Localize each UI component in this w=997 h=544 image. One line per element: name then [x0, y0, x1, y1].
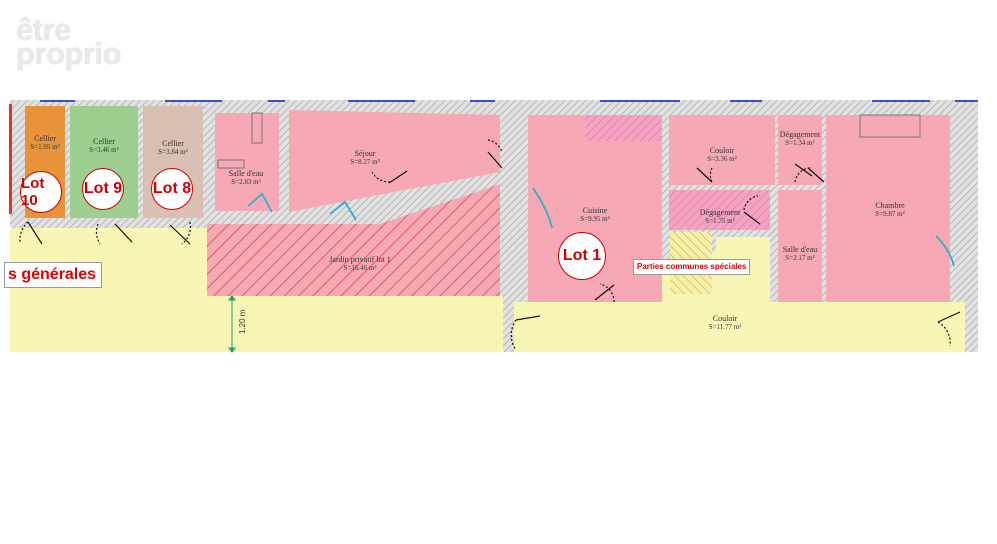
couloir-2-floor: [514, 302, 965, 352]
salle-eau-2-area: [778, 190, 822, 302]
doors: [19, 139, 961, 351]
salle-eau-1-area: [215, 113, 279, 211]
chambre-area: [826, 115, 950, 302]
couloir-1-area: [669, 115, 775, 185]
parties-speciales-banner: Parties communes spéciales: [633, 259, 751, 275]
fixtures: [217, 112, 921, 169]
parties-generales-banner: s générales: [4, 262, 102, 288]
jardin-area: [207, 184, 500, 296]
lot-10-badge: Lot 10: [20, 171, 62, 213]
dimension-line: [228, 295, 236, 353]
left-wall-mark: [9, 104, 12, 214]
cuisine-hatched: [585, 115, 662, 141]
lot-1-badge: Lot 1: [558, 232, 606, 280]
sejour-area: [289, 110, 500, 212]
logo-line-2: proprio: [16, 36, 122, 71]
parties-generales-area: [10, 228, 503, 352]
openings: [247, 187, 955, 267]
degagement-1-area: [669, 190, 770, 230]
lot-9-badge: Lot 9: [82, 168, 124, 210]
etre-proprio-logo: être proprio: [16, 12, 122, 71]
logo-line-1: être: [16, 12, 71, 47]
lot-8-badge: Lot 8: [151, 168, 193, 210]
dimension-label: 1.20 m: [238, 309, 247, 334]
